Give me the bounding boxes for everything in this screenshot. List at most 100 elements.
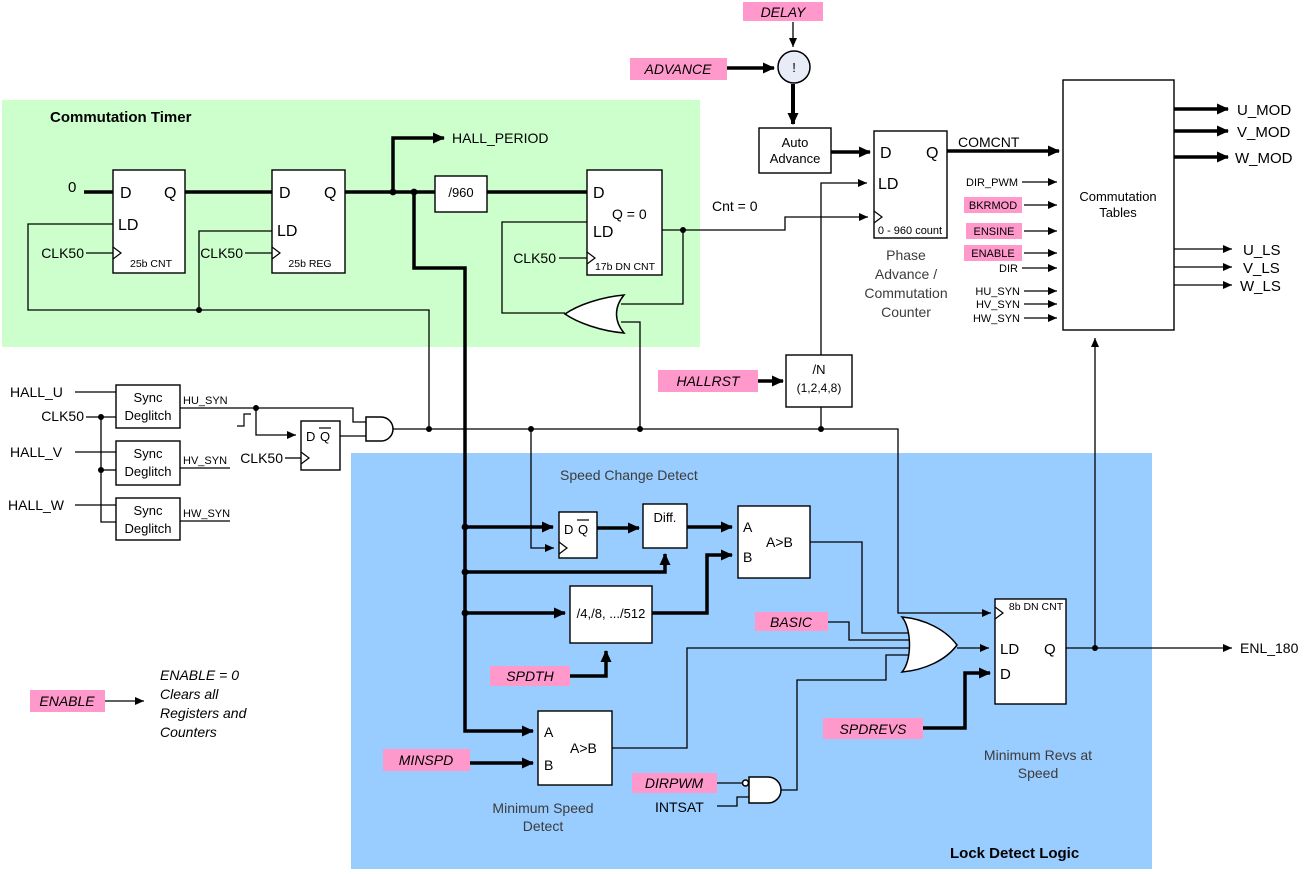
w-mod-label: W_MOD (1235, 150, 1293, 167)
divn-label: /N (813, 362, 826, 377)
clock-triangle (586, 251, 596, 265)
wire-hallchange-bus (393, 428, 991, 617)
phase-counter-caption: Counter (881, 304, 931, 320)
enable-note-line: ENABLE = 0 (160, 667, 239, 683)
junction-dot (410, 188, 418, 196)
wire-husyn-to-dff (255, 408, 296, 439)
hu-syn-label: HU_SYN (183, 395, 228, 407)
titles-captions: Commutation Timer Lock Detect Logic Spee… (50, 109, 1092, 862)
dir-label: DIR (999, 263, 1018, 275)
port-d: D (120, 185, 132, 202)
port-ld: LD (1000, 641, 1019, 658)
commutation-timer-title: Commutation Timer (50, 109, 192, 126)
junction-dot (528, 426, 534, 432)
enable-note-tag-label: ENABLE (39, 693, 95, 709)
w-ls-label: W_LS (1240, 278, 1281, 295)
port-b: B (544, 757, 553, 773)
speed-change-comparator-box (737, 505, 811, 579)
port-a: A (544, 724, 554, 740)
junction-dot (818, 426, 824, 432)
clock-triangle (558, 541, 568, 555)
and-gate-dirpwm (748, 776, 782, 804)
wire-agtb1-to-or (810, 541, 908, 634)
hu-syn-label: HU_SYN (975, 286, 1020, 298)
junction-dot (1092, 645, 1098, 651)
clock-triangle (873, 210, 883, 224)
clk50-label: CLK50 (513, 250, 556, 266)
port-q-bar: Q (578, 522, 588, 537)
junction-dot (680, 227, 686, 233)
downcounter-17b-label: 17b DN CNT (595, 261, 656, 273)
spdth-tag-label: SPDTH (506, 668, 554, 684)
thin-wires (27, 22, 1232, 807)
wire-husyn (180, 407, 366, 423)
phase-counter-caption: Advance / (875, 266, 937, 282)
tables-label: Commutation (1079, 189, 1156, 204)
ensine-tag (966, 223, 1022, 239)
port-ld: LD (593, 224, 613, 241)
junction-dot (461, 609, 469, 617)
wire-ld-feedback (27, 223, 430, 429)
enable-note-line: Counters (160, 724, 217, 740)
delay-tag (743, 2, 823, 21)
ensine-tag-label: ENSINE (974, 226, 1015, 238)
port-q: Q (926, 145, 938, 162)
junction-dot (461, 523, 469, 531)
port-a: A (743, 519, 753, 535)
divn-ratio-label: (1,2,4,8) (797, 381, 842, 395)
junction-dot (98, 467, 104, 473)
minspd-tag-label: MINSPD (399, 752, 453, 768)
zero-label: 0 (68, 179, 76, 196)
sync-label: Sync (134, 390, 163, 405)
wire-intsat (717, 796, 749, 807)
port-ld: LD (277, 223, 297, 240)
basic-tag (755, 612, 828, 631)
wire-agtb2-to-or (612, 647, 911, 749)
wire-divn-to-ld (820, 179, 867, 355)
clock-triangle (112, 246, 122, 260)
hall-w-label: HALL_W (8, 497, 65, 513)
advance-tag (630, 58, 727, 80)
delay-tag-label: DELAY (761, 4, 808, 20)
port-d: D (306, 429, 315, 444)
port-a-gt-b: A>B (570, 740, 597, 756)
junction-dot (389, 188, 397, 196)
hall-u-label: HALL_U (10, 384, 63, 400)
port-d: D (880, 145, 892, 162)
wire-cnt0-to-clk (662, 213, 868, 231)
advance-tag-label: ADVANCE (644, 61, 713, 77)
v-mod-label: V_MOD (1237, 124, 1291, 141)
wire-spdth (570, 650, 612, 678)
clk50-label: CLK50 (41, 408, 84, 424)
wire-bus-to-dffclk (530, 429, 554, 552)
hw-syn-label: HW_SYN (183, 508, 230, 520)
hall-edge-dff-box (300, 420, 341, 471)
sync-deglitch-w-box (115, 497, 181, 541)
v-ls-label: V_LS (1243, 260, 1280, 277)
junction-dots (98, 188, 1098, 651)
phase-counter-caption: Phase (886, 247, 926, 263)
wire-divider-to-b (652, 549, 733, 615)
wire-cnt0-to-or (621, 230, 684, 305)
port-d: D (593, 185, 605, 202)
port-q: Q (164, 185, 176, 202)
port-q: Q (324, 185, 336, 202)
wire-or-to-ld17 (501, 221, 587, 314)
wire-bus-to-diff-b (465, 553, 671, 574)
q-eq-0-label: Q = 0 (612, 206, 647, 222)
sync-deglitch-v-box (115, 440, 181, 486)
pink-labels: DELAY ADVANCE HALLRST BKRMOD ENSINE ENAB… (30, 2, 1022, 793)
port-d: D (279, 185, 291, 202)
clk50-label: CLK50 (41, 245, 84, 261)
wire-period-bus (412, 192, 534, 737)
dir-pwm-label: DIR_PWM (966, 177, 1018, 189)
port-ld: LD (118, 217, 138, 234)
min-revs-caption: Speed (1018, 765, 1058, 781)
dirpwm-tag-label: DIRPWM (645, 775, 704, 791)
wire-reg-ld (198, 230, 272, 310)
div-series-label: /4,/8, .../512 (577, 606, 646, 621)
div960-label: /960 (448, 185, 473, 200)
phase-advance-counter-box (873, 130, 948, 239)
div-series-box (569, 585, 653, 644)
lock-detect-title: Lock Detect Logic (950, 845, 1079, 862)
